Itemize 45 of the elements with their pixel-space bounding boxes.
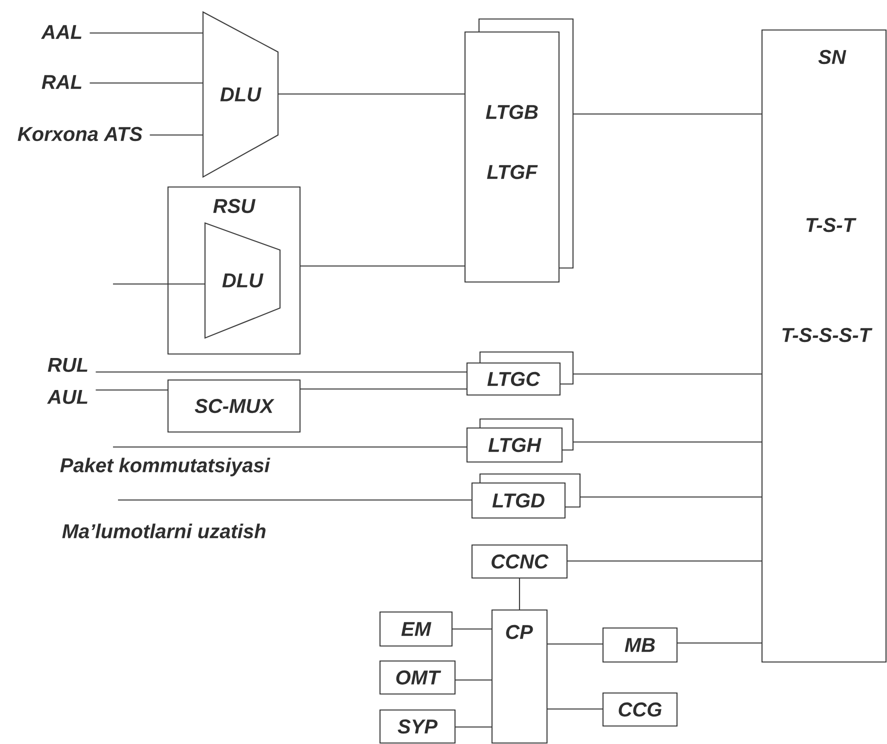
stacked-module-box: LTGB LTGF	[464, 18, 574, 283]
connector-line	[96, 371, 467, 373]
connector-line	[90, 82, 203, 84]
multiplexer-trapezoid: DLU	[202, 11, 279, 178]
connector-line	[455, 726, 492, 728]
module-box: SC-MUX	[167, 379, 301, 433]
connector-line	[677, 642, 762, 644]
edge-label: Ma’lumotlarni uzatish	[60, 522, 268, 540]
module-box: CP	[491, 609, 548, 744]
module-box: CCNC	[471, 544, 568, 579]
line-label: Korxona ATS	[18, 126, 142, 142]
connector-line	[150, 134, 203, 136]
connector-line	[452, 628, 492, 630]
connector-line	[300, 388, 467, 390]
connector-line	[547, 708, 603, 710]
module-box: EM	[379, 611, 453, 647]
connector-line	[567, 560, 762, 562]
module-box: SYP	[379, 709, 456, 744]
connector-line	[518, 578, 520, 610]
edge-label: Paket kommutatsiyasi	[58, 456, 272, 478]
connector-line	[573, 113, 762, 115]
stacked-module-box: LTGC	[466, 351, 574, 396]
line-label: AAL	[41, 25, 82, 39]
line-label: AUL	[47, 390, 88, 404]
connector-line	[573, 441, 762, 443]
connector-line	[580, 496, 762, 498]
multiplexer-trapezoid: DLU	[204, 222, 281, 339]
connector-line	[90, 32, 203, 34]
module-box: CCG	[602, 692, 678, 727]
connector-line	[118, 499, 472, 501]
connector-line	[278, 93, 465, 95]
line-label: RAL	[42, 75, 82, 89]
connector-line	[455, 679, 492, 681]
line-label: RUL	[48, 358, 88, 372]
stacked-module-box: LTGH	[466, 418, 574, 463]
connector-line	[113, 446, 467, 448]
connector-line	[96, 389, 168, 391]
connector-line	[300, 265, 465, 267]
module-box: MB	[602, 627, 678, 663]
stacked-module-box: LTGD	[471, 473, 581, 519]
module-box: OMT	[379, 660, 456, 695]
connector-line	[547, 643, 603, 645]
connector-line	[573, 373, 762, 375]
connector-line	[113, 283, 205, 285]
switching-network-box: SN T-S-T T-S-S-S-T	[761, 29, 887, 663]
